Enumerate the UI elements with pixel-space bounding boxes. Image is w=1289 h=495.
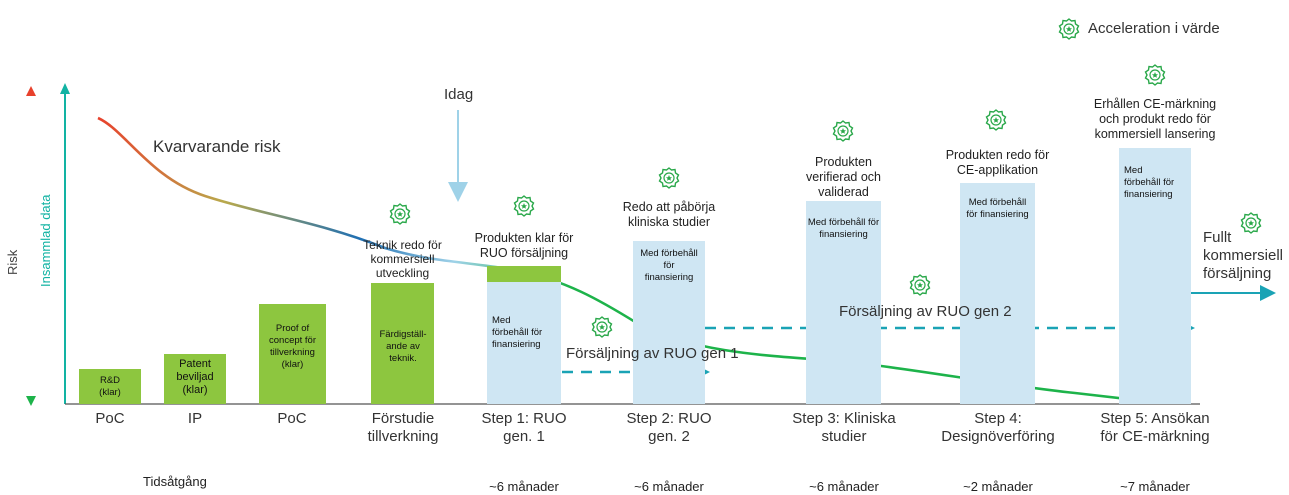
award-icon <box>1058 18 1080 40</box>
bar-rnd-text: R&D (klar) <box>99 375 121 398</box>
axis-label-poc-2: PoC <box>277 410 307 427</box>
milestone-ce-marking: Erhållen CE-märkning och produkt redo fö… <box>1093 97 1217 141</box>
award-icon <box>591 316 613 338</box>
bar-step1 <box>487 266 561 404</box>
milestone-ce-application: Produkten redo för CE-applikation <box>945 148 1050 177</box>
award-icon <box>1240 212 1262 234</box>
axis-label-step5: Step 5: Ansökan för CE-märkning <box>1100 410 1210 445</box>
bar-step4-text: Med förbehåll för finansiering <box>966 197 1029 220</box>
bar-proof-of-concept <box>259 304 326 404</box>
bar-step1-text: Med förbehåll för finansiering <box>492 315 543 350</box>
axis-label-poc-1: PoC <box>95 410 125 427</box>
bar-proof-of-concept-text: Proof of concept för tillverkning (klar) <box>269 323 316 370</box>
bar-patent <box>164 354 226 404</box>
bar-rnd <box>79 369 141 404</box>
axis-label-step3: Step 3: Kliniska studier <box>792 410 896 445</box>
axis-label-feasibility: Förstudie tillverkning <box>367 410 439 445</box>
bar-step4 <box>960 183 1035 404</box>
sales-ruo-gen2-label: Försäljning av RUO gen 2 <box>839 303 1012 320</box>
milestone-clinical-ready: Redo att påbörja kliniska studier <box>622 200 716 229</box>
bar-feasibility-text: Färdigställ-ande av teknik. <box>379 329 427 364</box>
today-label: Idag <box>444 86 474 103</box>
bar-step5 <box>1119 148 1191 404</box>
award-icon <box>909 274 931 296</box>
remaining-risk-label: Kvarvarande risk <box>153 137 281 156</box>
bar-patent-text: Patent beviljad (klar) <box>176 358 214 396</box>
sales-ruo-gen1-label: Försäljning av RUO gen 1 <box>566 345 739 362</box>
award-icon <box>389 203 411 225</box>
award-icon <box>985 109 1007 131</box>
duration-step5: ~7 månader <box>1120 479 1190 494</box>
axis-label-step4: Step 4: Designöverföring <box>941 410 1055 445</box>
duration-step1: ~6 månader <box>489 479 559 494</box>
bar-feasibility <box>371 283 434 404</box>
award-icon <box>832 120 854 142</box>
milestone-ruo-ready: Produkten klar för RUO försäljning <box>474 231 574 260</box>
award-icon <box>658 167 680 189</box>
time-label: Tidsåtgång <box>143 474 207 489</box>
duration-step4: ~2 månader <box>963 479 1033 494</box>
milestone-verified: Produkten verifierad och validerad <box>805 155 882 199</box>
duration-step2: ~6 månader <box>634 479 704 494</box>
bar-step5-text: Med förbehåll för finansiering <box>1124 165 1175 200</box>
milestone-technology-ready: Teknik redo för kommersiell utveckling <box>363 238 442 280</box>
legend-label: Acceleration i värde <box>1088 20 1220 37</box>
data-axis-label: Insammlad data <box>38 194 53 288</box>
axis-label-ip: IP <box>187 410 203 427</box>
bar-step3 <box>806 201 881 404</box>
bar-step2 <box>633 241 705 404</box>
duration-step3: ~6 månader <box>809 479 879 494</box>
full-sales-label: Fullt kommersiell försäljning <box>1203 229 1284 282</box>
axis-label-step1: Step 1: RUO gen. 1 <box>481 410 567 445</box>
award-icon <box>513 195 535 217</box>
bar-step1-completed <box>487 266 561 282</box>
risk-axis-label: Risk <box>5 249 20 275</box>
award-icon <box>1144 64 1166 86</box>
bar-step2-text: Med förbehåll för finansiering <box>640 248 698 283</box>
axis-label-step2: Step 2: RUO gen. 2 <box>626 410 712 445</box>
bar-step3-text: Med förbehåll för finansiering <box>807 217 880 240</box>
